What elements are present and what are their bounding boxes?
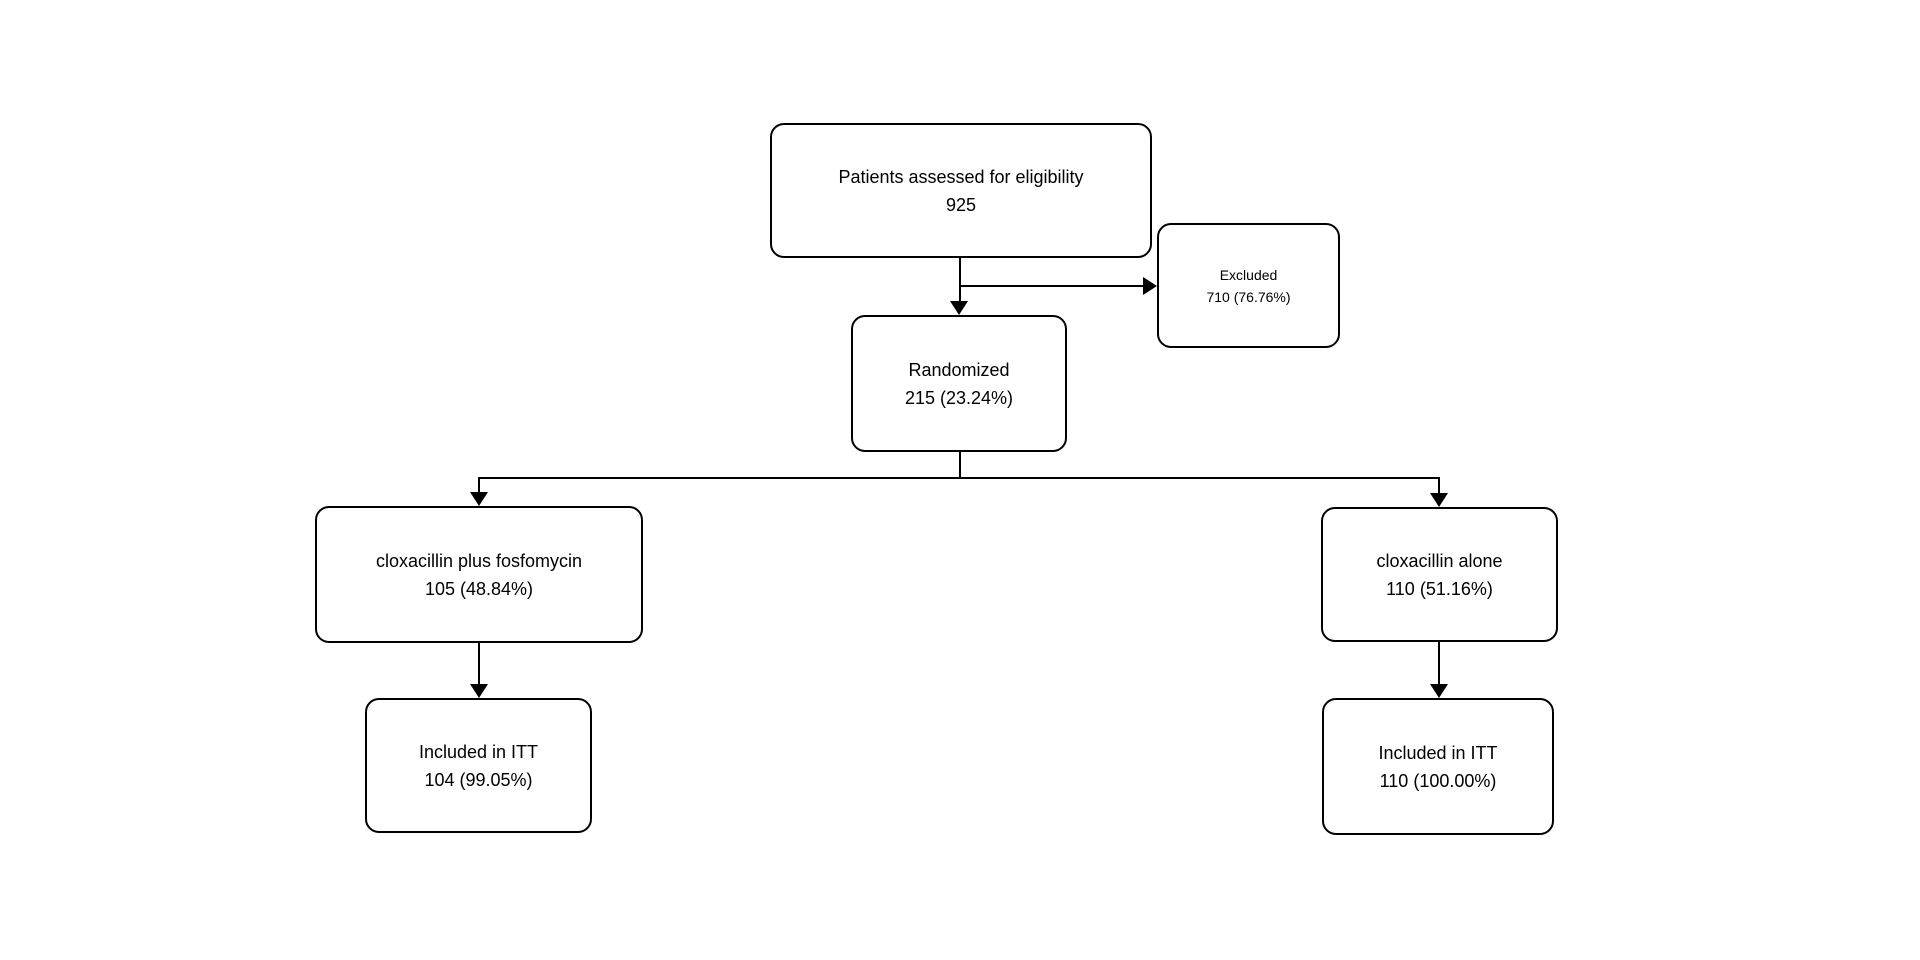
node-itt-alone: Included in ITT 110 (100.00%) xyxy=(1322,698,1554,835)
node-itt-fosfomycin: Included in ITT 104 (99.05%) xyxy=(365,698,592,833)
node-itt-alone-label: Included in ITT xyxy=(1378,742,1498,763)
node-itt-fosfomycin-value: 104 (99.05%) xyxy=(424,769,533,790)
connector-branch-bar xyxy=(479,477,1440,479)
connector-branch-left-drop xyxy=(478,477,480,494)
node-excluded: Excluded 710 (76.76%) xyxy=(1157,223,1340,348)
node-patients-assessed: Patients assessed for eligibility 925 xyxy=(770,123,1152,258)
connector-alone-itt xyxy=(1438,642,1440,686)
connector-randomized-stem xyxy=(959,452,961,479)
node-arm-alone-value: 110 (51.16%) xyxy=(1386,578,1493,599)
connector-eligibility-excluded xyxy=(960,285,1143,287)
arrowhead-down-icon xyxy=(1430,684,1448,698)
connector-branch-right-drop xyxy=(1438,477,1440,494)
arrowhead-right-icon xyxy=(1143,277,1157,295)
arrowhead-down-icon xyxy=(950,301,968,315)
node-randomized-value: 215 (23.24%) xyxy=(904,387,1014,408)
node-arm-cloxacillin-plus-fosfomycin: cloxacillin plus fosfomycin 105 (48.84%) xyxy=(315,506,643,643)
connector-eligibility-randomized xyxy=(959,258,961,303)
node-itt-alone-value: 110 (100.00%) xyxy=(1379,770,1497,791)
node-itt-fosfomycin-label: Included in ITT xyxy=(418,741,539,762)
node-arm-cloxacillin-alone: cloxacillin alone 110 (51.16%) xyxy=(1321,507,1558,642)
arrowhead-down-icon xyxy=(470,684,488,698)
node-arm-alone-label: cloxacillin alone xyxy=(1376,550,1503,571)
node-excluded-value: 710 (76.76%) xyxy=(1206,288,1291,305)
node-patients-assessed-label: Patients assessed for eligibility xyxy=(838,166,1084,187)
node-randomized: Randomized 215 (23.24%) xyxy=(851,315,1067,452)
node-arm-fosfomycin-value: 105 (48.84%) xyxy=(424,578,534,599)
node-randomized-label: Randomized xyxy=(908,359,1010,380)
node-excluded-label: Excluded xyxy=(1219,266,1278,283)
arrowhead-down-icon xyxy=(1430,493,1448,507)
arrowhead-down-icon xyxy=(470,492,488,506)
connector-fosfomycin-itt xyxy=(478,643,480,686)
node-patients-assessed-value: 925 xyxy=(945,194,977,215)
node-arm-fosfomycin-label: cloxacillin plus fosfomycin xyxy=(375,550,583,571)
